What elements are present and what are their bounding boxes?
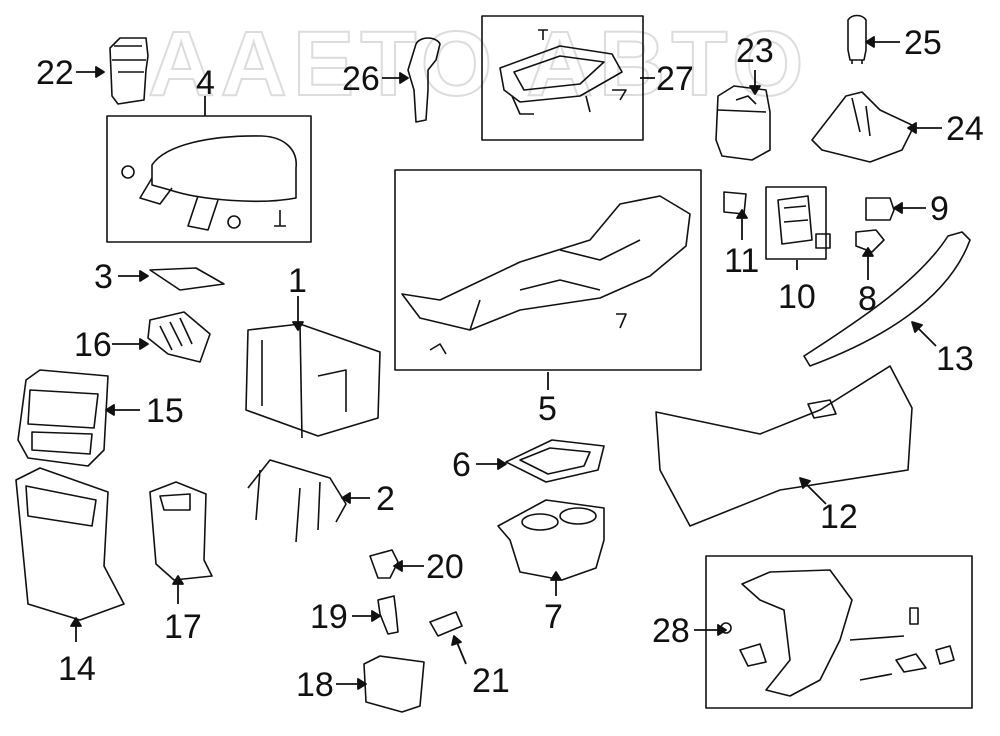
part-26-shift-knob — [407, 37, 441, 123]
part-18-bracket — [363, 655, 425, 713]
group-box-10 — [765, 186, 827, 260]
callout-17: 17 — [164, 608, 202, 646]
callout-7: 7 — [544, 598, 563, 636]
callout-10: 10 — [778, 278, 816, 316]
callout-28: 28 — [652, 612, 690, 650]
part-24-boot — [811, 91, 915, 163]
group-box-5 — [394, 169, 702, 371]
callout-27: 27 — [656, 60, 694, 98]
part-28-brake-lever — [720, 569, 955, 697]
part-6-mat — [505, 439, 605, 483]
callout-23: 23 — [736, 32, 774, 70]
callout-9: 9 — [930, 190, 949, 228]
part-27-shift-panel — [499, 29, 627, 115]
part-14-rear-panel — [15, 467, 125, 621]
callout-26: 26 — [342, 60, 380, 98]
part-13-trim-strip — [803, 231, 971, 367]
part-25-knob-cap — [847, 14, 867, 64]
group-box-28 — [705, 555, 973, 709]
callout-22: 22 — [36, 54, 74, 92]
callout-25: 25 — [904, 24, 942, 62]
part-10-switch — [777, 195, 831, 249]
callout-20: 20 — [426, 548, 464, 586]
callout-15: 15 — [146, 392, 184, 430]
callout-16: 16 — [74, 326, 112, 364]
part-7-cupholder — [497, 499, 605, 581]
callout-2: 2 — [376, 480, 395, 518]
part-15-display — [17, 369, 109, 467]
part-8-clip — [855, 229, 885, 253]
callout-3: 3 — [94, 258, 113, 296]
group-box-4 — [106, 115, 312, 243]
callout-19: 19 — [310, 598, 348, 636]
callout-8: 8 — [858, 280, 877, 318]
part-19-plug — [377, 595, 399, 635]
callout-1: 1 — [288, 262, 307, 300]
callout-5: 5 — [538, 390, 557, 428]
callout-24: 24 — [946, 110, 984, 148]
part-12-console-side — [655, 365, 913, 527]
part-2-bracket — [247, 459, 347, 543]
part-23-selector — [715, 85, 771, 161]
part-20-clip — [369, 549, 399, 579]
watermark-logo: AAETO ABTO — [147, 12, 810, 116]
leader-13 — [915, 325, 937, 347]
part-5-console-frame — [401, 195, 691, 355]
leader-lines — [70, 36, 942, 690]
part-3-pad — [149, 267, 225, 291]
group-box-27 — [481, 15, 644, 141]
callout-13: 13 — [936, 340, 974, 378]
leader-12 — [803, 481, 827, 505]
part-9-bulb — [865, 197, 895, 221]
part-1-box — [245, 323, 381, 439]
part-22-switch — [109, 37, 149, 105]
callout-6: 6 — [452, 446, 471, 484]
callout-4: 4 — [196, 64, 215, 102]
callout-14: 14 — [58, 650, 96, 688]
callout-12: 12 — [820, 498, 858, 536]
callout-11: 11 — [724, 242, 760, 280]
callout-21: 21 — [472, 662, 510, 700]
callout-18: 18 — [296, 666, 334, 704]
part-21-clip — [429, 611, 463, 637]
part-4-armrest — [121, 135, 297, 231]
part-17-duct — [149, 481, 213, 581]
part-16-vent — [147, 311, 211, 363]
